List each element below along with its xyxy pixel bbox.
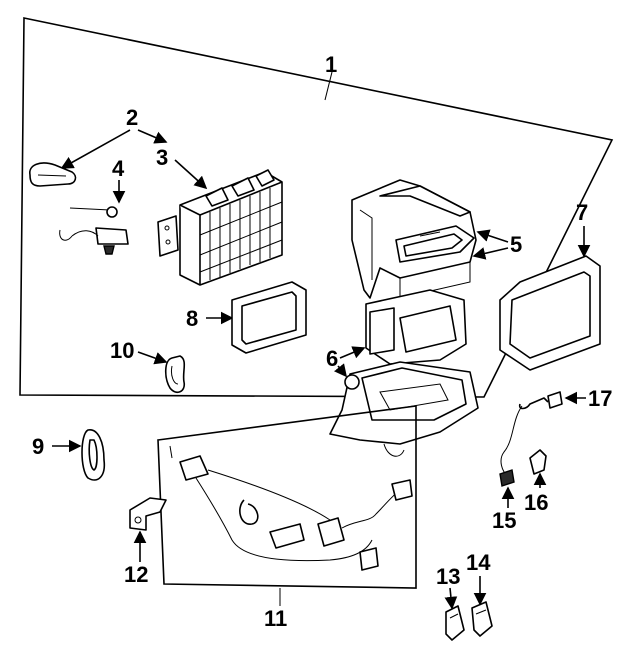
callout-10[interactable]: 10: [110, 338, 134, 363]
callout-15[interactable]: 15: [492, 508, 516, 533]
part-17-cap[interactable]: [547, 391, 563, 409]
callout-12[interactable]: 12: [124, 562, 148, 587]
callout-7[interactable]: 7: [576, 200, 588, 225]
part-2-clip[interactable]: [29, 162, 77, 187]
callout-14[interactable]: 14: [466, 550, 491, 575]
part-8-seal[interactable]: [231, 281, 307, 354]
part-15-sensor-wire[interactable]: [499, 397, 549, 487]
callout-9[interactable]: 9: [32, 434, 44, 459]
callout-17[interactable]: 17: [588, 386, 612, 411]
callout-8[interactable]: 8: [186, 306, 198, 331]
callout-1[interactable]: 1: [325, 52, 337, 77]
callout-11[interactable]: 11: [264, 606, 287, 631]
part-6-housing-lower[interactable]: [329, 289, 479, 457]
part-11-wiring-harness[interactable]: [169, 445, 413, 571]
callout-4[interactable]: 4: [112, 156, 125, 181]
part-13-connector[interactable]: [445, 605, 465, 641]
callout-13[interactable]: 13: [436, 564, 460, 589]
assembly-outline: [19, 17, 614, 398]
callout-2[interactable]: 2: [126, 105, 138, 130]
callout-6[interactable]: 6: [326, 346, 338, 371]
callout-5[interactable]: 5: [510, 232, 522, 257]
part-12-bracket[interactable]: [129, 497, 167, 531]
part-7-seal[interactable]: [499, 255, 601, 371]
part-9-grommet[interactable]: [81, 429, 106, 481]
part-14-connector[interactable]: [471, 601, 493, 637]
callout-3[interactable]: 3: [156, 145, 168, 170]
part-3-evaporator-core[interactable]: [157, 169, 283, 286]
part-4-sensor[interactable]: [59, 206, 129, 255]
part-16-clip[interactable]: [529, 449, 547, 475]
part-10-clip[interactable]: [164, 355, 186, 394]
part-5-housing-upper[interactable]: [351, 179, 477, 299]
harness-outline: [157, 405, 417, 589]
callout-16[interactable]: 16: [524, 490, 548, 515]
